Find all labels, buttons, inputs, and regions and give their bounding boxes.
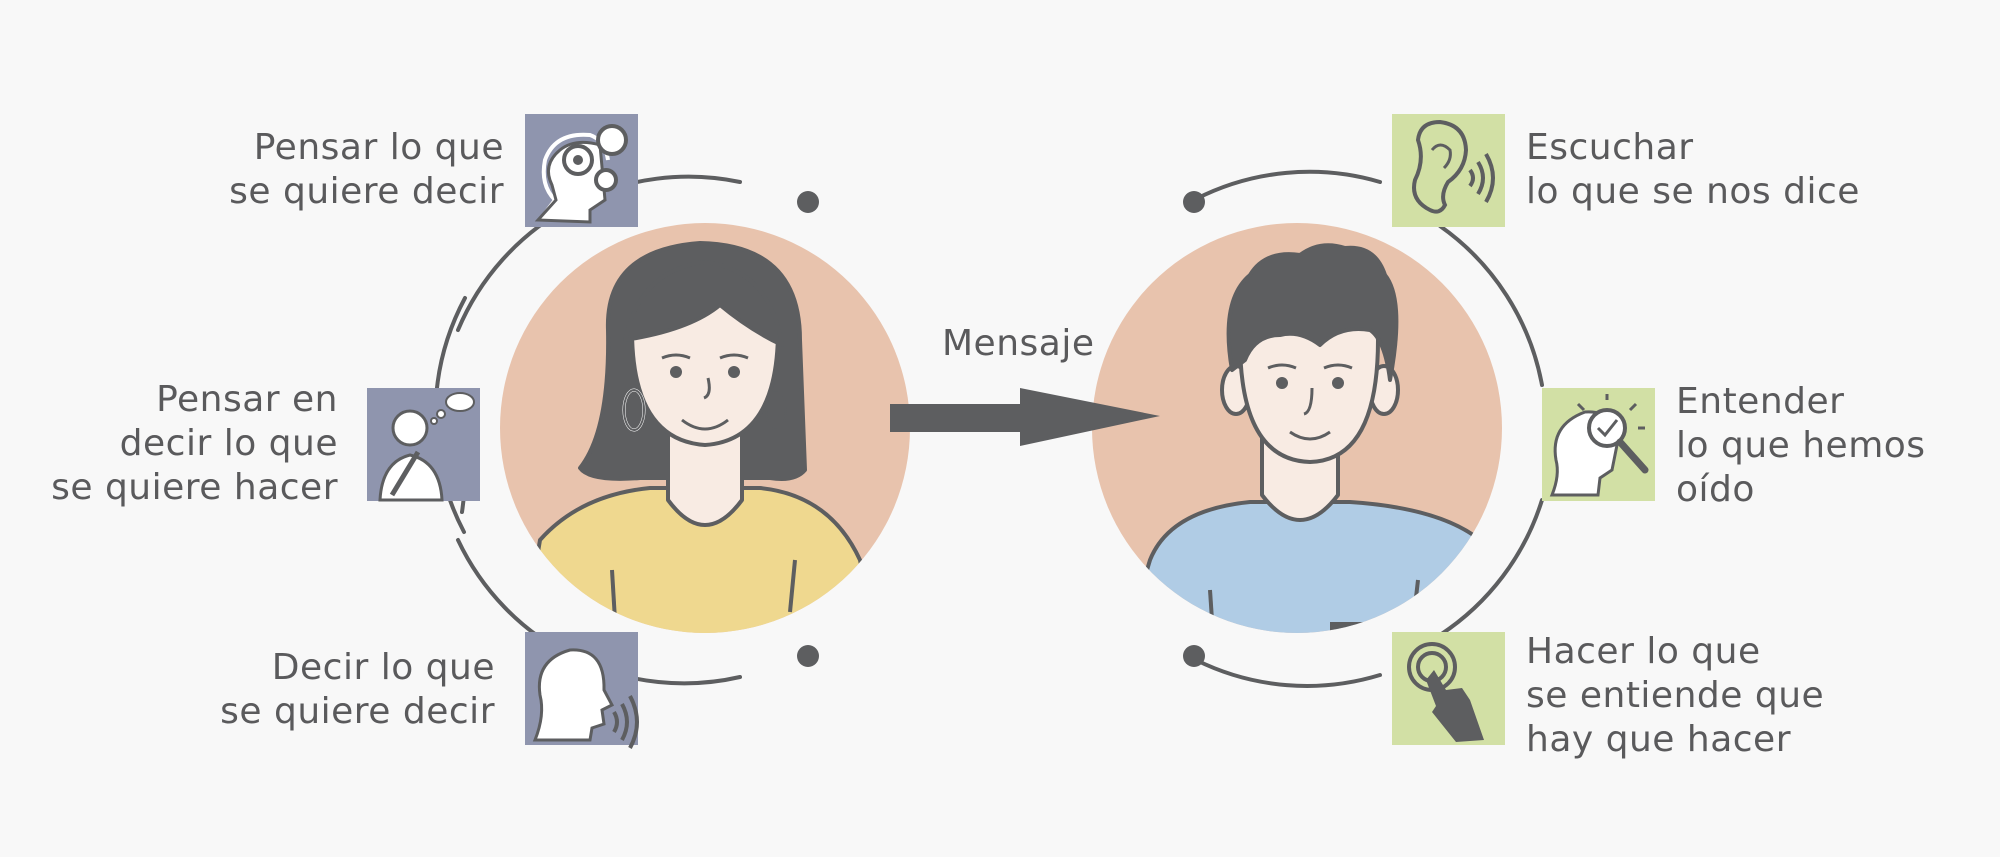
step-line: hay que hacer bbox=[1526, 719, 1792, 760]
step-line: Pensar lo que bbox=[253, 127, 504, 168]
head-speaking-icon bbox=[525, 632, 639, 749]
hand-tap-icon bbox=[1392, 632, 1505, 745]
sender-step-plan: Pensar en decir lo que se quiere hacer bbox=[51, 378, 338, 510]
sender-orbit-dot-bottom bbox=[797, 645, 819, 667]
receiver-orbit-dot-bottom bbox=[1183, 645, 1205, 667]
ear-icon bbox=[1392, 114, 1505, 227]
message-label: Mensaje bbox=[942, 323, 1095, 364]
message-arrow bbox=[890, 388, 1160, 446]
receiver-step-understand: Entender lo que hemos oído bbox=[1676, 380, 1926, 512]
sender-step-think: Pensar lo que se quiere decir bbox=[229, 126, 504, 214]
step-line: Hacer lo que bbox=[1526, 631, 1761, 672]
step-line: oído bbox=[1676, 469, 1755, 510]
step-line: se quiere hacer bbox=[51, 467, 338, 508]
step-line: lo que hemos bbox=[1676, 425, 1926, 466]
head-gears-icon bbox=[525, 114, 638, 227]
receiver-orbit bbox=[1194, 169, 1544, 688]
step-line: se entiende que bbox=[1526, 675, 1825, 716]
head-magnifier-icon bbox=[1542, 388, 1655, 501]
receiver-step-listen: Escuchar lo que se nos dice bbox=[1526, 126, 1860, 214]
step-line: Decir lo que bbox=[271, 647, 495, 688]
sender-step-say: Decir lo que se quiere decir bbox=[220, 646, 495, 734]
step-line: Pensar en bbox=[156, 379, 338, 420]
step-line: Escuchar bbox=[1526, 127, 1694, 168]
receiver-avatar bbox=[1092, 223, 1502, 633]
receiver-orbit-dot-top bbox=[1183, 191, 1205, 213]
sender-avatar bbox=[500, 223, 910, 633]
step-line: lo que se nos dice bbox=[1526, 171, 1860, 212]
sender-orbit-dot-top bbox=[797, 191, 819, 213]
step-line: decir lo que bbox=[119, 423, 338, 464]
step-line: se quiere decir bbox=[220, 691, 495, 732]
step-line: se quiere decir bbox=[229, 171, 504, 212]
receiver-step-act: Hacer lo que se entiende que hay que hac… bbox=[1526, 630, 1824, 762]
person-thinking-icon bbox=[367, 388, 480, 502]
step-line: Entender bbox=[1676, 381, 1845, 422]
